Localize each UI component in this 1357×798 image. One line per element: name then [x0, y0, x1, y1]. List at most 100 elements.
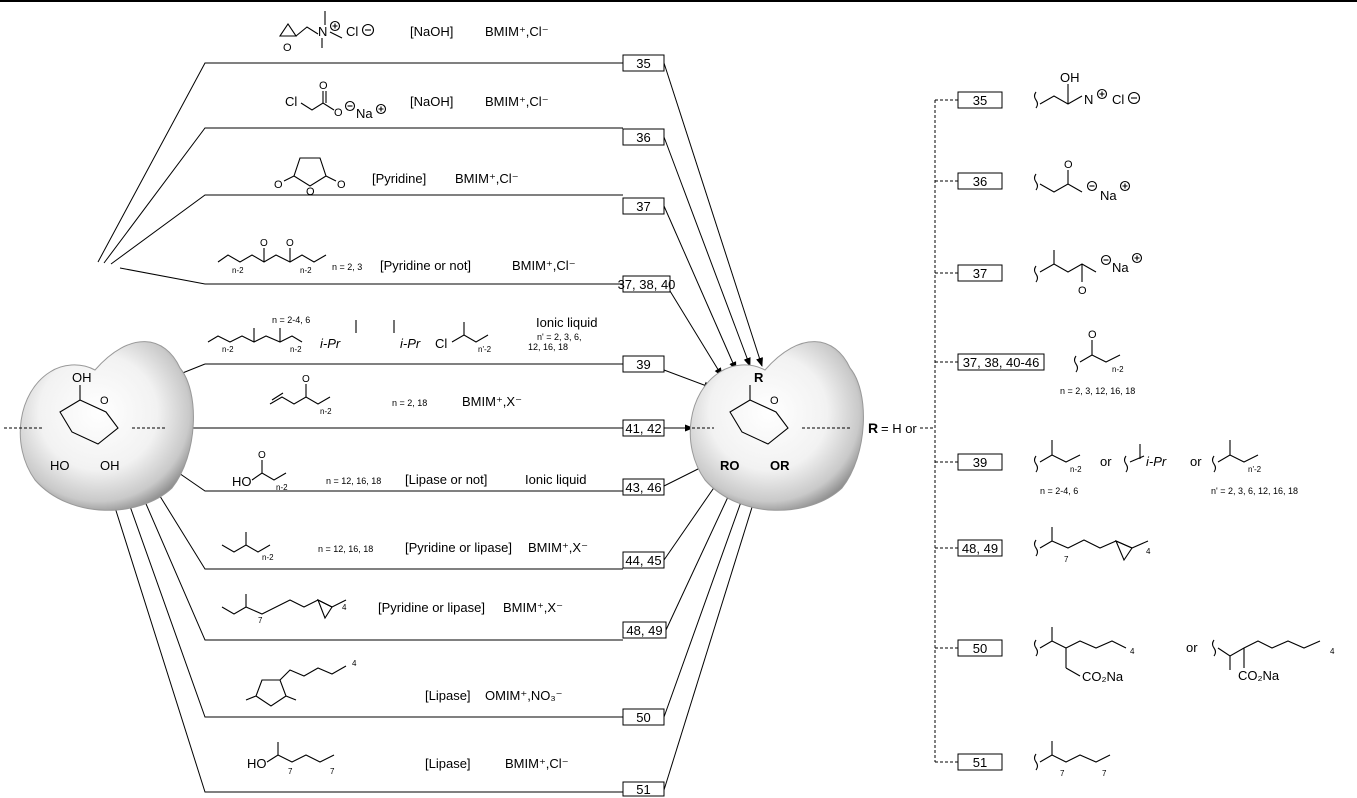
sub-35-cl: Cl — [1112, 92, 1124, 107]
sub-box-39 — [957, 453, 1003, 471]
route-lines — [97, 62, 623, 793]
sub-50-four-b: 4 — [1330, 647, 1335, 656]
reagent-43-n2: n-2 — [276, 483, 288, 492]
sub-37b-note: n = 2, 3, 12, 16, 18 — [1060, 386, 1135, 396]
sub-structure-39: n-2 or i-Pr or n'-2 n = 2-4, 6 n' = 2, 3… — [1033, 440, 1298, 496]
sub-box-36 — [957, 172, 1003, 190]
product-arrows — [663, 62, 763, 791]
sub-box-51 — [957, 753, 1003, 771]
route-51-medium: BMIM⁺,Cl⁻ — [505, 756, 569, 771]
sub-50-four-a: 4 — [1130, 647, 1135, 656]
glucose-unit-left: O OH HO OH — [4, 341, 194, 511]
reagent-48-four: 4 — [342, 603, 347, 612]
sub-39-or2: or — [1190, 454, 1202, 469]
sub-box-37b — [957, 353, 1045, 371]
sub-structure-37b: O n-2 n = 2, 3, 12, 16, 18 — [1060, 329, 1135, 396]
route-44-catalyst: [Pyridine or lipase] — [405, 540, 512, 555]
reagent-37b-n2b: n-2 — [300, 266, 312, 275]
sub-structure-37: O Na — [1033, 250, 1143, 297]
route-36-medium: BMIM⁺,Cl⁻ — [485, 94, 549, 109]
route-37b-medium: BMIM⁺,Cl⁻ — [512, 258, 576, 273]
route-box-35-label: 35 — [636, 56, 650, 71]
sub-36-o: O — [1064, 159, 1073, 171]
reagent-36: Cl O O Na [NaOH] BMIM⁺,Cl⁻ — [285, 80, 549, 121]
sub-label-35: 35 — [973, 93, 987, 108]
route-line-48 — [139, 489, 623, 641]
r-definition: R = H or — [868, 100, 936, 762]
sub-39-note: n = 2-4, 6 — [1040, 486, 1078, 496]
reagent-41: O n-2 n = 2, 18 BMIM⁺,X⁻ — [269, 374, 522, 416]
sub-37b-n2: n-2 — [1112, 365, 1124, 374]
reagent-37-ring-o: O — [306, 186, 315, 198]
route-37b-conditions: n = 2, 3 — [332, 262, 362, 272]
route-box-36-label: 36 — [636, 130, 650, 145]
reagent-36-alkoxide-o: O — [334, 107, 343, 119]
sub-36-na: Na — [1100, 188, 1117, 203]
route-box-37b-label: 37, 38, 40 — [618, 277, 676, 292]
glucose-left-oh6: OH — [72, 370, 92, 385]
route-box-48: 48, 49 — [622, 621, 667, 639]
route-box-48-label: 48, 49 — [626, 623, 662, 638]
reagent-39-ipr-right: i-Pr — [400, 336, 421, 351]
arrow-36 — [663, 136, 751, 367]
reagent-51-seven-a: 7 — [288, 767, 293, 776]
sub-39-np2: n'-2 — [1248, 465, 1262, 474]
route-box-39: 39 — [622, 355, 665, 373]
route-50-catalyst: [Lipase] — [425, 688, 471, 703]
sub-structure-50: CO₂Na 4 or CO₂Na 4 — [1033, 627, 1335, 684]
reagent-39-nprime: n'-2 — [478, 345, 492, 354]
sub-label-36: 36 — [973, 174, 987, 189]
route-line-50 — [125, 494, 623, 718]
reagent-36-carbonyl-o: O — [319, 80, 328, 92]
arrow-35 — [663, 62, 763, 367]
reagent-39-cl: Cl — [435, 336, 447, 351]
arrow-48 — [665, 483, 735, 631]
reagent-37b-o1: O — [260, 238, 268, 249]
route-41-conditions: n = 2, 18 — [392, 398, 427, 408]
glucose-right-ring-o: O — [770, 395, 779, 407]
route-box-37b: 37, 38, 40 — [618, 275, 676, 293]
sub-51-seven-b: 7 — [1102, 769, 1107, 778]
route-box-37: 37 — [622, 197, 665, 215]
route-41-medium: BMIM⁺,X⁻ — [462, 394, 522, 409]
route-line-36 — [103, 127, 623, 264]
route-line-37b — [119, 267, 623, 285]
reagent-35: O N Cl [NaOH] BMIM⁺,Cl⁻ — [278, 11, 549, 54]
route-box-37-label: 37 — [636, 199, 650, 214]
sub-box-48 — [957, 539, 1003, 557]
reagent-43-o: O — [258, 450, 266, 461]
sub-label-50: 50 — [973, 641, 987, 656]
glucose-unit-right: O R RO OR — [672, 341, 864, 511]
route-48-catalyst: [Pyridine or lipase] — [378, 600, 485, 615]
glucose-right-or2: OR — [770, 458, 790, 473]
reagent-37: O O O [Pyridine] BMIM⁺,Cl⁻ — [274, 157, 519, 198]
sub-structure-35: OH N Cl — [1033, 70, 1141, 109]
reagent-37-o1: O — [274, 179, 283, 191]
sub-39-note2: n' = 2, 3, 6, 12, 16, 18 — [1211, 486, 1298, 496]
r-symbol: R — [868, 420, 878, 436]
route-39-conditions: n = 2-4, 6 — [272, 315, 310, 325]
route-48-medium: BMIM⁺,X⁻ — [503, 600, 563, 615]
route-37-medium: BMIM⁺,Cl⁻ — [455, 171, 519, 186]
arrow-37b — [669, 290, 723, 377]
route-37-catalyst: [Pyridine] — [372, 171, 426, 186]
sub-structure-48: 7 4 — [1033, 527, 1151, 564]
sub-37b-o: O — [1088, 329, 1097, 341]
reagent-35-epoxide-o: O — [283, 42, 292, 54]
sub-structure-36: O Na — [1033, 159, 1131, 203]
route-line-51 — [111, 497, 623, 793]
route-box-44-label: 44, 45 — [625, 553, 661, 568]
route-box-41-label: 41, 42 — [625, 421, 661, 436]
glucose-right-or6: R — [754, 370, 764, 385]
reagent-39: n-2 n-2 n = 2-4, 6 i-Pr i-Pr Cl n'-2 Ion… — [207, 315, 597, 354]
sub-label-48: 48, 49 — [962, 541, 998, 556]
sub-box-35 — [957, 91, 1003, 109]
reagent-37b-n2a: n-2 — [232, 266, 244, 275]
route-51-catalyst: [Lipase] — [425, 756, 471, 771]
route-43-medium: Ionic liquid — [525, 472, 586, 487]
route-box-43-label: 43, 46 — [625, 480, 661, 495]
reagent-37-o2: O — [337, 179, 346, 191]
arrow-44 — [663, 475, 723, 561]
sub-35-oh: OH — [1060, 70, 1080, 85]
